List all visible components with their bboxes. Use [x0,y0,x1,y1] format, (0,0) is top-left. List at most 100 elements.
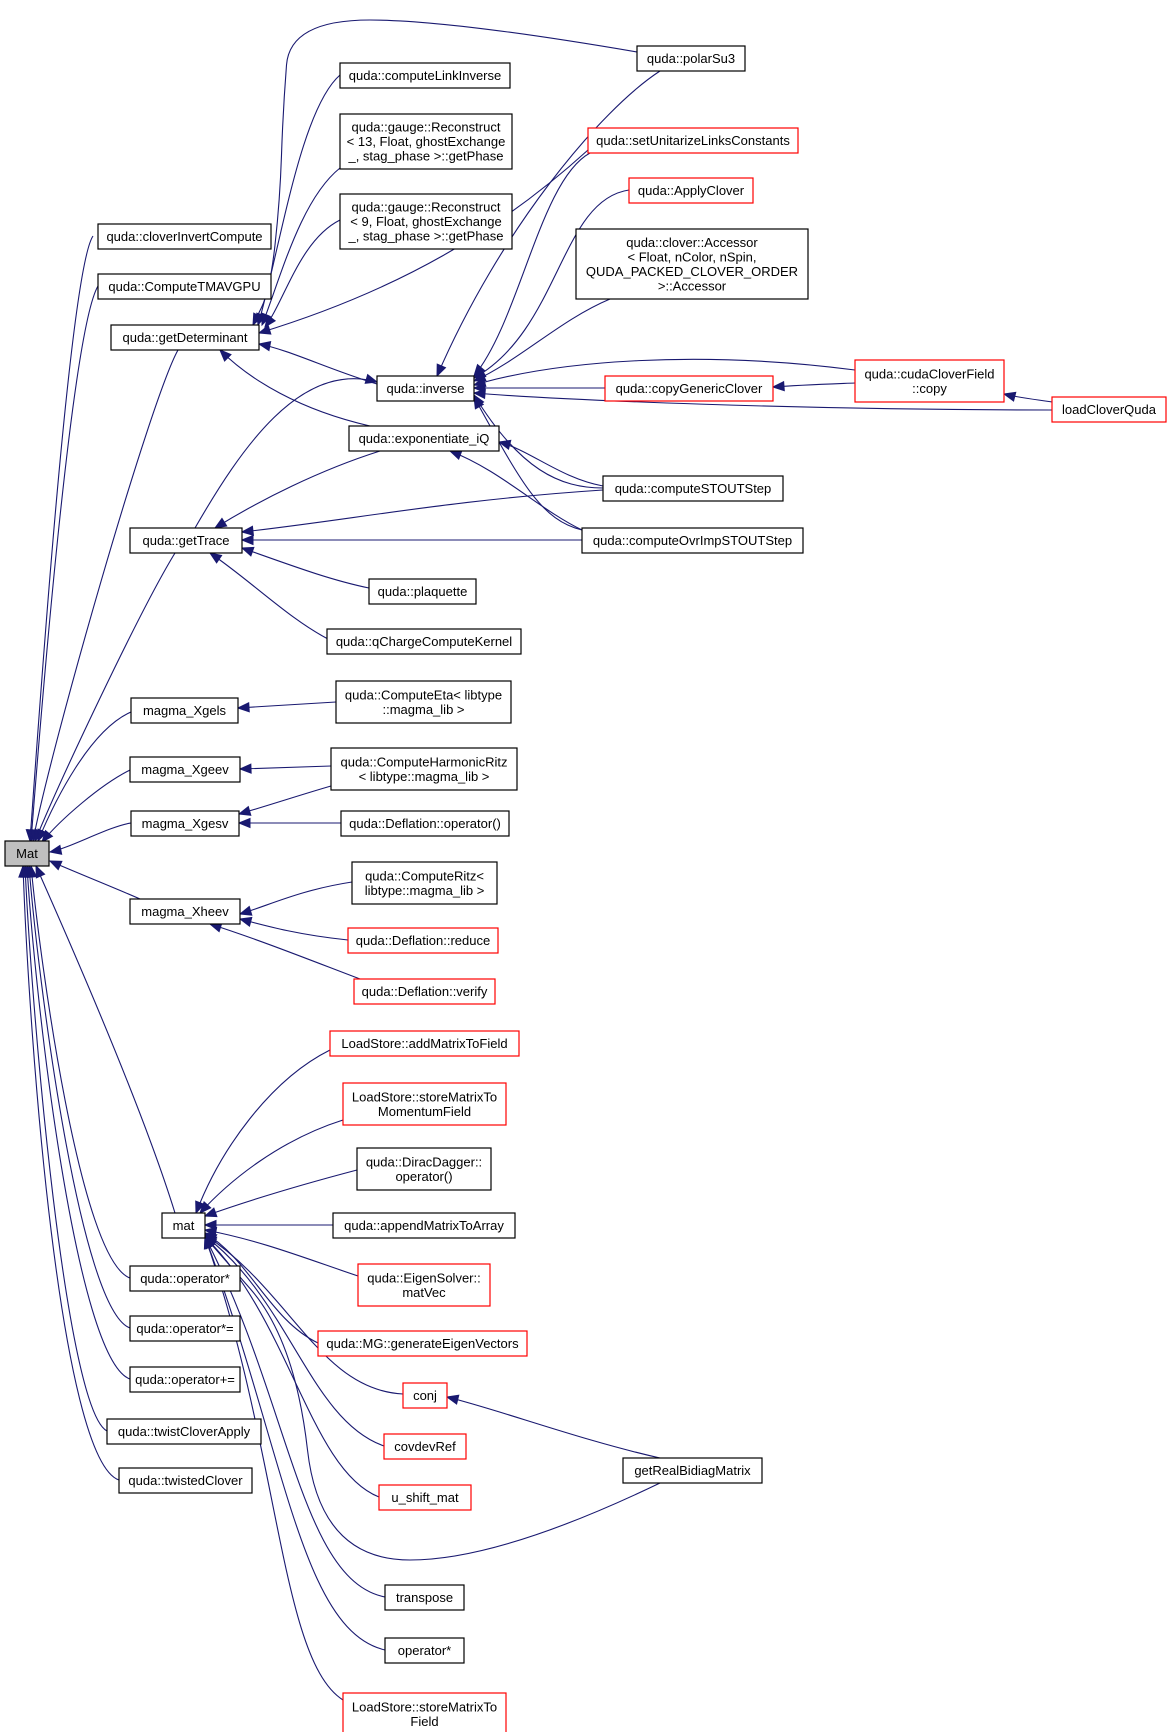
node-computeHarmonic[interactable]: quda::ComputeHarmonicRitz< libtype::magm… [330,747,518,791]
node-computeOvrImp[interactable]: quda::computeOvrImpSTOUTStep [581,527,804,554]
node-cudaCloverCopy[interactable]: quda::cudaCloverField::copy [854,359,1005,403]
node-transpose[interactable]: transpose [384,1584,465,1611]
node-box-exponentiate[interactable] [348,425,500,452]
node-box-deflationReduce[interactable] [347,927,499,954]
node-box-computeEta[interactable] [335,680,512,724]
node-operatorStar[interactable]: operator* [384,1637,465,1664]
node-getDeterminant[interactable]: quda::getDeterminant [110,324,260,351]
node-box-opStar[interactable] [129,1265,241,1292]
node-box-deflationOp[interactable] [340,810,510,837]
node-box-computeLinkInverse[interactable] [339,62,511,89]
node-box-conj[interactable] [402,1382,448,1409]
node-twistedClover[interactable]: quda::twistedClover [118,1467,253,1494]
node-box-storeField[interactable] [342,1692,507,1732]
node-xheev[interactable]: magma_Xheev [129,898,241,925]
node-computeLinkInverse[interactable]: quda::computeLinkInverse [339,62,511,89]
node-computeTMAV[interactable]: quda::ComputeTMAVGPU [97,273,272,300]
node-qCharge[interactable]: quda::qChargeComputeKernel [326,628,522,655]
node-uShiftMat[interactable]: u_shift_mat [378,1484,472,1511]
node-box-polarSu3[interactable] [636,45,746,72]
node-matLower[interactable]: mat [161,1212,206,1239]
node-reconstruct13[interactable]: quda::gauge::Reconstruct< 13, Float, gho… [339,113,513,170]
node-box-copyGenericClover[interactable] [604,375,774,402]
node-box-deflationVerify[interactable] [353,978,496,1005]
node-box-computeSTOUT[interactable] [602,475,784,502]
node-box-computeTMAV[interactable] [97,273,272,300]
node-getRealBidiag[interactable]: getRealBidiagMatrix [622,1457,763,1484]
node-box-applyClover[interactable] [628,177,754,204]
node-appendMatrix[interactable]: quda::appendMatrixToArray [332,1212,516,1239]
node-box-setUnitarize[interactable] [587,127,799,154]
node-cloverAccessor[interactable]: quda::clover::Accessor< Float, nColor, n… [575,228,809,300]
node-box-cloverAccessor[interactable] [575,228,809,300]
node-cloverInvert[interactable]: quda::cloverInvertCompute [97,223,272,250]
node-deflationVerify[interactable]: quda::Deflation::verify [353,978,496,1005]
node-twistCloverApply[interactable]: quda::twistCloverApply [106,1418,262,1445]
node-box-opPlusEq[interactable] [129,1366,241,1393]
node-reconstruct9[interactable]: quda::gauge::Reconstruct< 9, Float, ghos… [339,193,513,250]
node-box-xheev[interactable] [129,898,241,925]
node-addMatrix[interactable]: LoadStore::addMatrixToField [329,1030,520,1057]
node-box-twistedClover[interactable] [118,1467,253,1494]
node-mgGenerate[interactable]: quda::MG::generateEigenVectors [317,1330,528,1357]
node-deflationReduce[interactable]: quda::Deflation::reduce [347,927,499,954]
node-inverse[interactable]: quda::inverse [376,375,475,402]
node-opStar[interactable]: quda::operator* [129,1265,241,1292]
node-box-xgeev[interactable] [129,756,241,783]
node-xgesv[interactable]: magma_Xgesv [130,810,240,837]
node-box-computeRitz[interactable] [351,861,498,905]
node-mat_root[interactable]: Mat [4,840,50,867]
node-box-operatorStar[interactable] [384,1637,465,1664]
node-box-diracDagger[interactable] [356,1147,492,1191]
node-box-computeOvrImp[interactable] [581,527,804,554]
node-box-cudaCloverCopy[interactable] [854,359,1005,403]
node-plaquette[interactable]: quda::plaquette [368,578,477,605]
node-computeSTOUT[interactable]: quda::computeSTOUTStep [602,475,784,502]
node-eigenMatVec[interactable]: quda::EigenSolver::matVec [357,1263,491,1307]
node-box-addMatrix[interactable] [329,1030,520,1057]
node-box-qCharge[interactable] [326,628,522,655]
node-box-uShiftMat[interactable] [378,1484,472,1511]
node-box-mat_root[interactable] [4,840,50,867]
node-applyClover[interactable]: quda::ApplyClover [628,177,754,204]
node-box-loadCloverQuda[interactable] [1051,396,1167,423]
node-box-eigenMatVec[interactable] [357,1263,491,1307]
node-box-cloverInvert[interactable] [97,223,272,250]
node-box-reconstruct13[interactable] [339,113,513,170]
node-conj[interactable]: conj [402,1382,448,1409]
node-xgeev[interactable]: magma_Xgeev [129,756,241,783]
node-diracDagger[interactable]: quda::DiracDagger::operator() [356,1147,492,1191]
node-getTrace[interactable]: quda::getTrace [129,527,243,554]
node-box-reconstruct9[interactable] [339,193,513,250]
node-exponentiate[interactable]: quda::exponentiate_iQ [348,425,500,452]
node-copyGenericClover[interactable]: quda::copyGenericClover [604,375,774,402]
node-box-xgels[interactable] [130,697,239,724]
node-opPlusEq[interactable]: quda::operator+= [129,1366,241,1393]
node-box-opStarEq[interactable] [129,1315,241,1342]
node-box-getDeterminant[interactable] [110,324,260,351]
node-opStarEq[interactable]: quda::operator*= [129,1315,241,1342]
node-box-matLower[interactable] [161,1212,206,1239]
node-covdevRef[interactable]: covdevRef [383,1433,467,1460]
node-box-getRealBidiag[interactable] [622,1457,763,1484]
node-polarSu3[interactable]: quda::polarSu3 [636,45,746,72]
node-box-covdevRef[interactable] [383,1433,467,1460]
node-loadCloverQuda[interactable]: loadCloverQuda [1051,396,1167,423]
node-box-plaquette[interactable] [368,578,477,605]
node-deflationOp[interactable]: quda::Deflation::operator() [340,810,510,837]
node-box-inverse[interactable] [376,375,475,402]
node-setUnitarize[interactable]: quda::setUnitarizeLinksConstants [587,127,799,154]
node-xgels[interactable]: magma_Xgels [130,697,239,724]
node-box-storeMomentum[interactable] [342,1082,507,1126]
node-computeEta[interactable]: quda::ComputeEta< libtype::magma_lib > [335,680,512,724]
node-box-getTrace[interactable] [129,527,243,554]
node-box-twistCloverApply[interactable] [106,1418,262,1445]
node-box-appendMatrix[interactable] [332,1212,516,1239]
node-box-transpose[interactable] [384,1584,465,1611]
node-box-xgesv[interactable] [130,810,240,837]
node-computeRitz[interactable]: quda::ComputeRitz<libtype::magma_lib > [351,861,498,905]
node-box-mgGenerate[interactable] [317,1330,528,1357]
node-box-computeHarmonic[interactable] [330,747,518,791]
